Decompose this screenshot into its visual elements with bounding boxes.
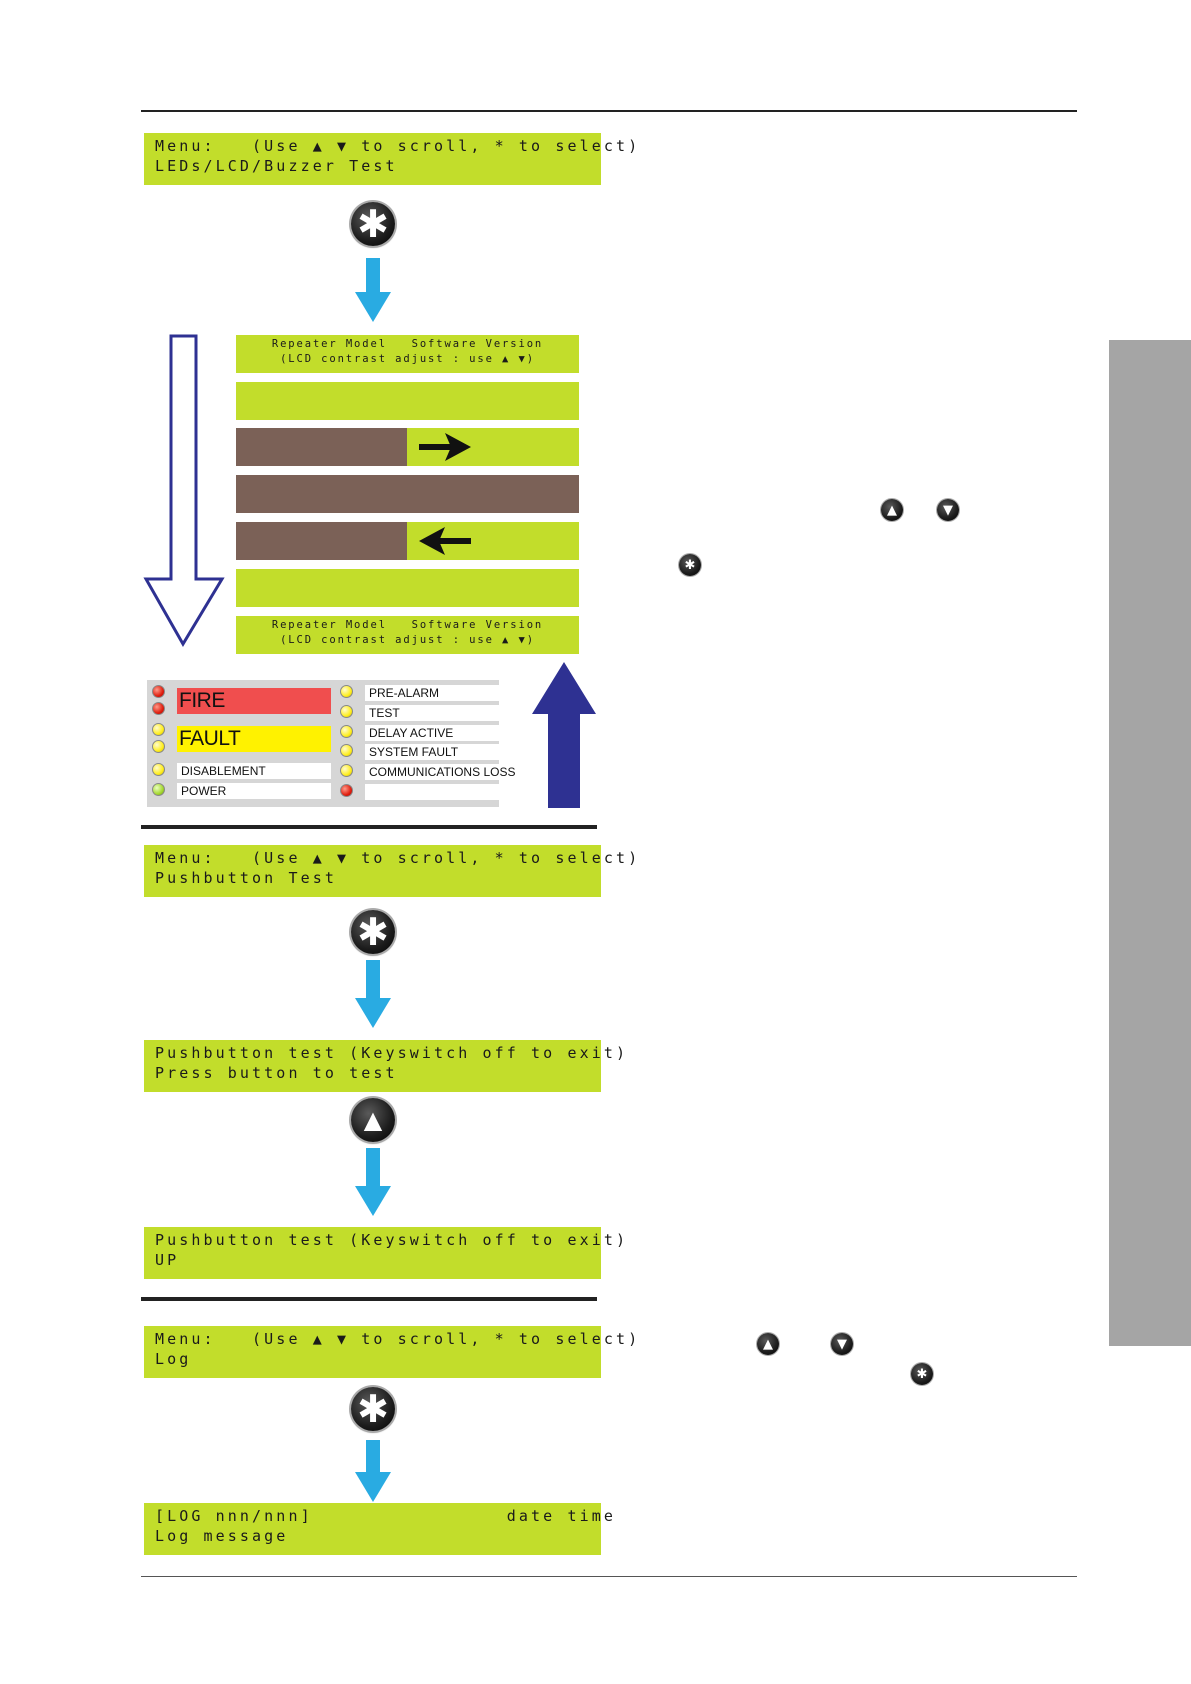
up-key-icon[interactable]: ▲ <box>351 1098 395 1142</box>
lcd-pushbutton-result: Pushbutton test (Keyswitch off to exit) … <box>144 1227 629 1279</box>
cycle-down-arrow <box>143 334 225 647</box>
test-label: TEST <box>365 705 520 721</box>
lcd-result-line1: Pushbutton test (Keyswitch off to exit) <box>155 1231 629 1249</box>
lcd-test-line2: Press button to test <box>155 1064 398 1082</box>
lcd-contrast-bar-right <box>236 428 579 466</box>
communications-loss-label: COMMUNICATIONS LOSS <box>365 764 520 780</box>
lcd-result-line2: UP <box>155 1251 180 1269</box>
bottom-rule <box>141 1576 1077 1577</box>
lcd-menu-prompt: Menu: (Use ▲ ▼ to scroll, * to select) <box>155 137 641 155</box>
lcd-version-line1: Repeater Model Software Version <box>271 619 544 631</box>
lcd-menu-leds: Menu: (Use ▲ ▼ to scroll, * to select) L… <box>144 133 641 185</box>
delay-active-label: DELAY ACTIVE <box>365 725 520 741</box>
fault-led-1 <box>152 723 165 736</box>
lcd-version-line2: (LCD contrast adjust : use ▲ ▼) <box>280 634 535 646</box>
power-label: POWER <box>177 783 331 799</box>
disablement-label: DISABLEMENT <box>177 763 331 779</box>
lcd-menu-log: Menu: (Use ▲ ▼ to scroll, * to select) L… <box>144 1326 641 1378</box>
delay-active-led <box>340 725 353 738</box>
lcd-menu-item: Log <box>155 1350 192 1368</box>
lcd-menu-item: Pushbutton Test <box>155 869 337 887</box>
flow-arrow-down-1 <box>355 258 391 322</box>
select-key-icon[interactable]: ✱ <box>351 910 395 954</box>
arrow-right-icon <box>419 433 471 461</box>
lcd-all-on-bar <box>236 569 579 607</box>
lcd-version-line1: Repeater Model Software Version <box>271 338 544 350</box>
arrow-left-icon <box>419 527 471 555</box>
lcd-menu-prompt: Menu: (Use ▲ ▼ to scroll, * to select) <box>155 849 641 867</box>
fire-led-2 <box>152 702 165 715</box>
select-key-icon: ✱ <box>679 554 701 576</box>
flow-arrow-down-3 <box>355 1148 391 1216</box>
communications-loss-led <box>340 764 353 777</box>
flow-arrow-down-2 <box>355 960 391 1028</box>
system-fault-led <box>340 744 353 757</box>
lcd-log-entry: [LOG nnn/nnn] date time Log message <box>144 1503 616 1555</box>
lcd-pushbutton-test: Pushbutton test (Keyswitch off to exit) … <box>144 1040 629 1092</box>
lcd-version-line2: (LCD contrast adjust : use ▲ ▼) <box>280 353 535 365</box>
lcd-menu-item: LEDs/LCD/Buzzer Test <box>155 157 398 175</box>
lcd-dark-segment <box>236 428 407 466</box>
down-key-icon: ▼ <box>831 1333 853 1355</box>
lcd-version-top: Repeater Model Software Version (LCD con… <box>236 335 579 373</box>
lcd-dark-segment <box>236 522 407 560</box>
power-led <box>152 783 165 796</box>
up-key-icon: ▲ <box>757 1333 779 1355</box>
lcd-version-bottom: Repeater Model Software Version (LCD con… <box>236 616 579 654</box>
select-key-icon: ✱ <box>911 1363 933 1385</box>
lcd-test-line1: Pushbutton test (Keyswitch off to exit) <box>155 1044 629 1062</box>
side-tab <box>1109 340 1191 1346</box>
disablement-led <box>152 763 165 776</box>
led-indicator-panel: FIRE FAULT DISABLEMENT POWER PRE-ALARM T… <box>147 680 520 807</box>
down-key-icon: ▼ <box>937 499 959 521</box>
section-divider-1 <box>141 825 597 829</box>
fault-led-2 <box>152 740 165 753</box>
up-key-icon: ▲ <box>881 499 903 521</box>
cycle-up-arrow <box>532 662 596 808</box>
lcd-log-line1: [LOG nnn/nnn] date time <box>155 1507 616 1525</box>
system-fault-label: SYSTEM FAULT <box>365 744 520 760</box>
lcd-all-dark-bar <box>236 475 579 513</box>
spare-led <box>340 784 353 797</box>
lcd-log-line2: Log message <box>155 1527 289 1545</box>
top-rule <box>141 110 1077 112</box>
lcd-contrast-bar-left <box>236 522 579 560</box>
lcd-menu-pushbutton: Menu: (Use ▲ ▼ to scroll, * to select) P… <box>144 845 641 897</box>
fault-label: FAULT <box>177 726 331 752</box>
select-key-icon[interactable]: ✱ <box>351 202 395 246</box>
select-key-icon[interactable]: ✱ <box>351 1387 395 1431</box>
lcd-menu-prompt: Menu: (Use ▲ ▼ to scroll, * to select) <box>155 1330 641 1348</box>
lcd-all-on-bar <box>236 382 579 420</box>
spare-label <box>365 784 520 800</box>
pre-alarm-label: PRE-ALARM <box>365 685 520 701</box>
flow-arrow-down-4 <box>355 1440 391 1502</box>
section-divider-2 <box>141 1297 597 1301</box>
test-led <box>340 705 353 718</box>
fire-led-1 <box>152 685 165 698</box>
pre-alarm-led <box>340 685 353 698</box>
fire-label: FIRE <box>177 688 331 714</box>
